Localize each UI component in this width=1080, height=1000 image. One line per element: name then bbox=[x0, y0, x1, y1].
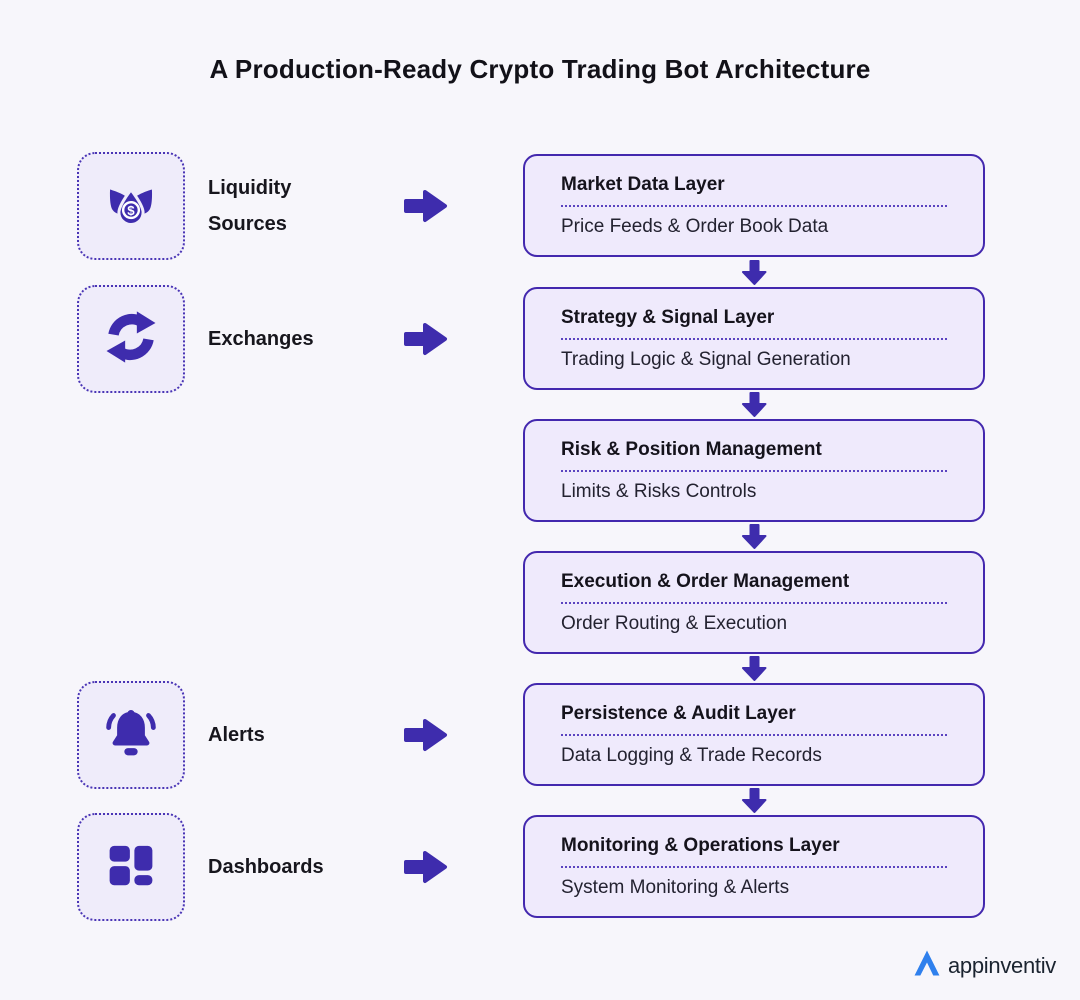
layer-title: Persistence & Audit Layer bbox=[561, 702, 796, 724]
source-tile-dashboards bbox=[77, 813, 185, 921]
dotted-divider bbox=[561, 865, 947, 868]
source-tile-alerts bbox=[77, 681, 185, 789]
down-arrow-icon bbox=[741, 259, 768, 286]
source-label-liquidity: Liquidity Sources bbox=[208, 177, 292, 235]
layer-subtitle: Trading Logic & Signal Generation bbox=[561, 348, 851, 370]
layer-subtitle: Order Routing & Execution bbox=[561, 612, 788, 634]
bell-icon bbox=[102, 704, 160, 767]
appinventiv-logo-icon bbox=[911, 947, 943, 984]
layer-box-risk-position: Risk & Position Management Limits & Risk… bbox=[523, 419, 985, 522]
down-arrow-icon bbox=[741, 787, 768, 814]
source-label-alerts: Alerts bbox=[208, 724, 265, 746]
layer-box-market-data: Market Data Layer Price Feeds & Order Bo… bbox=[523, 154, 985, 257]
layer-box-persistence-audit: Persistence & Audit Layer Data Logging &… bbox=[523, 683, 985, 786]
layer-subtitle: Limits & Risks Controls bbox=[561, 480, 757, 502]
dashboard-grid-icon bbox=[104, 838, 158, 897]
dotted-divider bbox=[561, 337, 947, 340]
source-tile-exchanges bbox=[77, 285, 185, 393]
down-arrow-icon bbox=[741, 523, 768, 550]
svg-text:$: $ bbox=[127, 202, 135, 217]
appinventiv-logo-text: appinventiv bbox=[948, 952, 1056, 978]
layer-title: Strategy & Signal Layer bbox=[561, 306, 775, 328]
layer-box-execution-order: Execution & Order Management Order Routi… bbox=[523, 551, 985, 654]
down-arrow-icon bbox=[741, 391, 768, 418]
layer-title: Market Data Layer bbox=[561, 173, 725, 195]
source-tile-liquidity: $ bbox=[77, 152, 185, 260]
layer-title: Execution & Order Management bbox=[561, 570, 850, 592]
right-arrow-icon bbox=[403, 320, 448, 358]
page-title: A Production-Ready Crypto Trading Bot Ar… bbox=[209, 54, 871, 84]
dotted-divider bbox=[561, 601, 947, 604]
layer-subtitle: Data Logging & Trade Records bbox=[561, 744, 822, 766]
source-label-exchanges: Exchanges bbox=[208, 328, 314, 350]
right-arrow-icon bbox=[403, 716, 448, 754]
dotted-divider bbox=[561, 204, 947, 207]
right-arrow-icon bbox=[403, 848, 448, 886]
layer-box-strategy-signal: Strategy & Signal Layer Trading Logic & … bbox=[523, 287, 985, 390]
layer-title: Risk & Position Management bbox=[561, 438, 822, 460]
down-arrow-icon bbox=[741, 655, 768, 682]
liquidity-drops-icon: $ bbox=[102, 175, 160, 238]
layer-box-monitoring-operations: Monitoring & Operations Layer System Mon… bbox=[523, 815, 985, 918]
layer-title: Monitoring & Operations Layer bbox=[561, 834, 840, 856]
exchange-arrows-icon bbox=[103, 309, 159, 370]
dotted-divider bbox=[561, 469, 947, 472]
source-label-dashboards: Dashboards bbox=[208, 856, 324, 878]
layer-subtitle: Price Feeds & Order Book Data bbox=[561, 215, 829, 237]
right-arrow-icon bbox=[403, 187, 448, 225]
layer-subtitle: System Monitoring & Alerts bbox=[561, 876, 790, 898]
appinventiv-logo: appinventiv bbox=[911, 947, 1056, 984]
dotted-divider bbox=[561, 733, 947, 736]
